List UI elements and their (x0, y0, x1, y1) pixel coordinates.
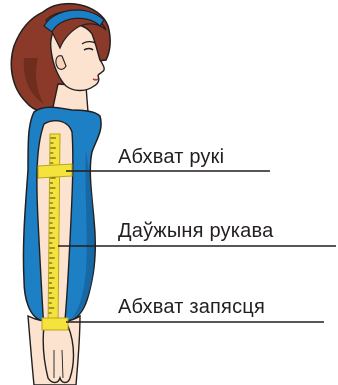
tape-loop-wrist (42, 318, 68, 330)
mouth (93, 79, 98, 80)
label-sleeve-length: Даўжыня рукава (118, 220, 273, 242)
tape-strip (48, 134, 60, 328)
label-upper-arm-girth: Абхват рукі (118, 146, 224, 168)
label-wrist-girth: Абхват запясця (118, 296, 265, 318)
hand (43, 326, 73, 383)
measuring-tape (48, 134, 60, 328)
